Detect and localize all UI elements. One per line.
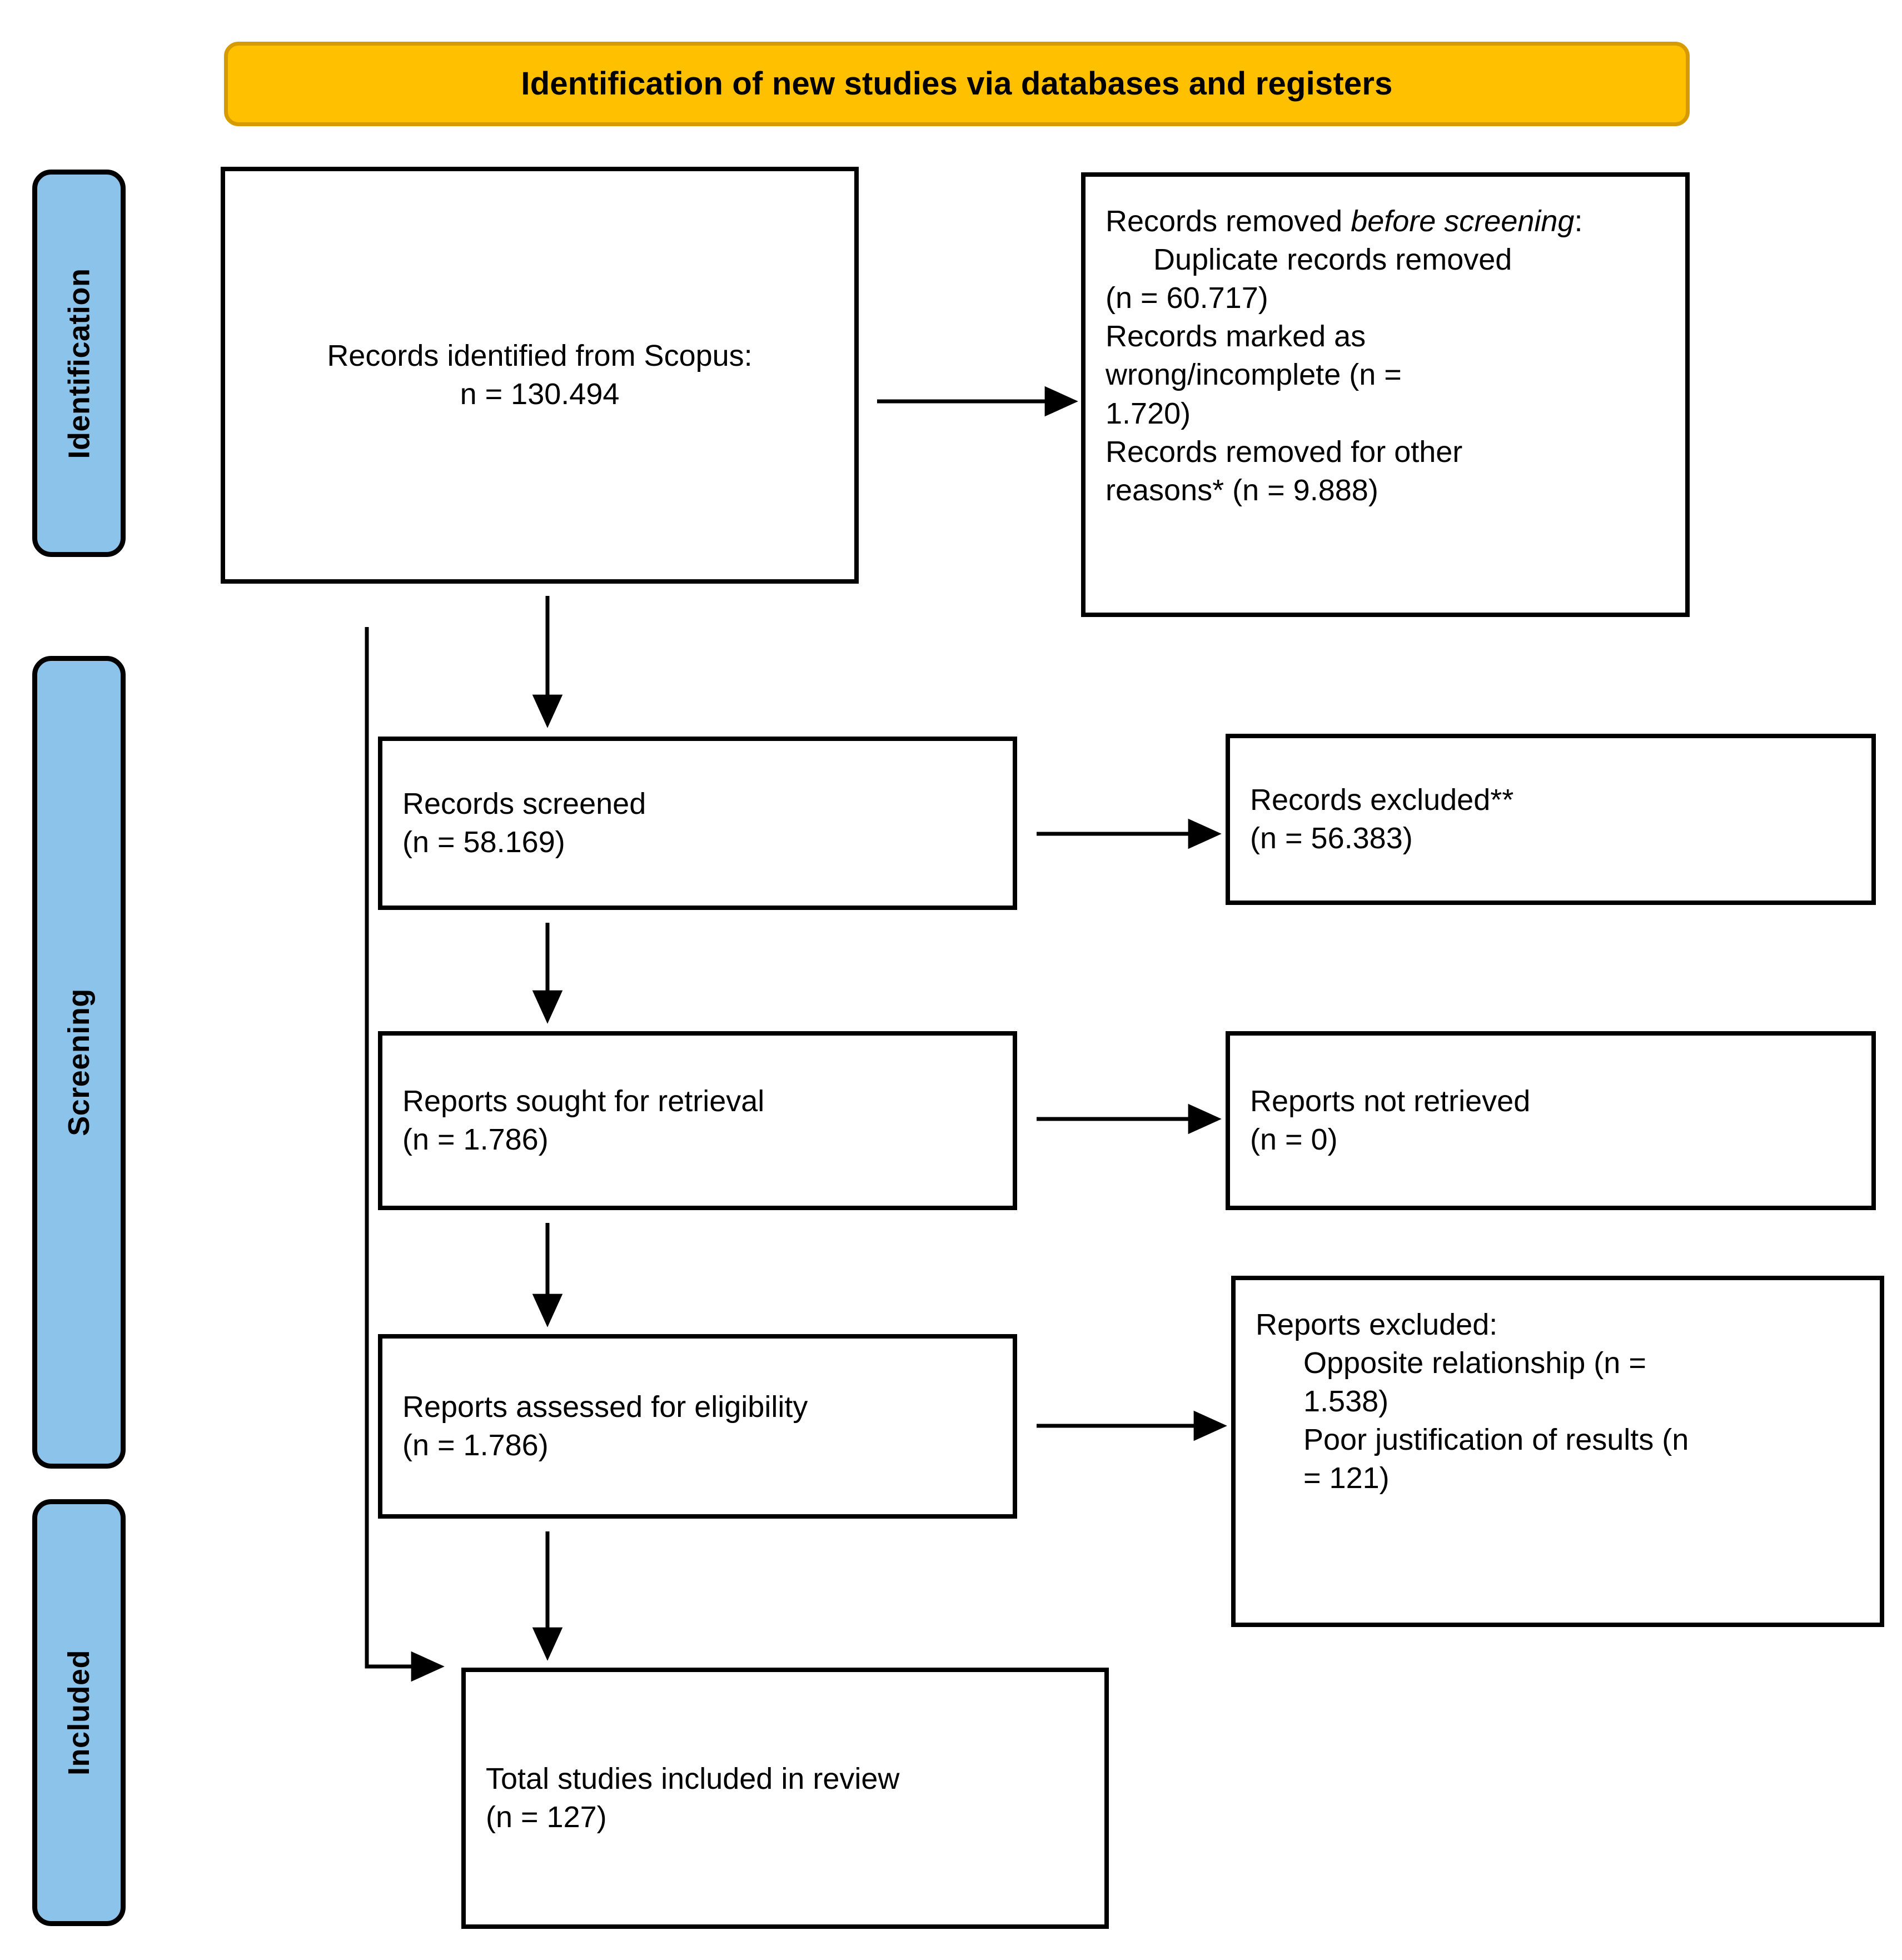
node-records-removed-heading-suffix: : (1574, 205, 1583, 238)
node-records-removed-item2-count: 1.720) (1106, 396, 1191, 430)
node-reports-not-retrieved-line1: Reports not retrieved (1250, 1084, 1531, 1118)
node-reports-excluded-heading: Reports excluded: (1256, 1308, 1498, 1341)
node-reports-assessed-count: (n = 1.786) (402, 1429, 549, 1462)
diagram-banner: Identification of new studies via databa… (224, 42, 1690, 126)
node-reports-not-retrieved: Reports not retrieved (n = 0) (1226, 1031, 1876, 1210)
node-reports-sought: Reports sought for retrieval (n = 1.786) (378, 1031, 1017, 1210)
node-reports-excluded-item2-count: = 121) (1303, 1461, 1390, 1495)
node-records-identified: Records identified from Scopus: n = 130.… (221, 167, 859, 584)
node-records-removed-item2-cont: wrong/incomplete (n = (1106, 358, 1402, 392)
node-reports-excluded: Reports excluded: Opposite relationship … (1231, 1276, 1884, 1627)
node-records-removed-heading-prefix: Records removed (1106, 205, 1351, 238)
node-reports-assessed: Reports assessed for eligibility (n = 1.… (378, 1334, 1017, 1519)
node-records-excluded-line1: Records excluded** (1250, 783, 1514, 817)
node-records-removed-heading: Records removed before screening: (1106, 202, 1665, 241)
stage-label-identification-text: Identification (62, 268, 96, 459)
node-records-removed-item3: Records removed for other (1106, 435, 1463, 469)
node-records-screened-line1: Records screened (402, 787, 646, 820)
stage-label-identification: Identification (32, 170, 126, 557)
node-reports-assessed-line1: Reports assessed for eligibility (402, 1390, 808, 1424)
node-total-included-count: (n = 127) (486, 1800, 607, 1834)
node-records-excluded-count: (n = 56.383) (1250, 822, 1413, 855)
node-records-removed-heading-italic: before screening (1351, 205, 1575, 238)
node-records-identified-line1: Records identified from Scopus: (327, 339, 753, 372)
node-records-removed-item2: Records marked as (1106, 320, 1366, 354)
node-records-identified-count: n = 130.494 (460, 377, 620, 411)
node-reports-not-retrieved-count: (n = 0) (1250, 1123, 1338, 1156)
node-records-removed-item1-count: (n = 60.717) (1106, 281, 1268, 315)
node-records-removed-item3-count: reasons* (n = 9.888) (1106, 473, 1378, 507)
stage-label-screening: Screening (32, 656, 126, 1469)
node-reports-sought-count: (n = 1.786) (402, 1123, 549, 1156)
node-records-removed-item1: Duplicate records removed (1153, 243, 1512, 277)
node-records-screened-count: (n = 58.169) (402, 825, 565, 859)
node-records-removed-before-screening: Records removed before screening: Duplic… (1081, 172, 1690, 617)
node-records-screened: Records screened (n = 58.169) (378, 737, 1017, 910)
node-total-included-line1: Total studies included in review (486, 1762, 900, 1795)
banner-title: Identification of new studies via databa… (521, 66, 1393, 102)
stage-label-screening-text: Screening (62, 988, 96, 1136)
stage-label-included-text: Included (62, 1649, 96, 1776)
node-total-included: Total studies included in review (n = 12… (461, 1668, 1109, 1929)
node-reports-excluded-item2: Poor justification of results (n (1303, 1423, 1689, 1457)
stage-label-included: Included (32, 1499, 126, 1926)
node-records-excluded: Records excluded** (n = 56.383) (1226, 734, 1876, 905)
node-reports-excluded-item1-count: 1.538) (1303, 1385, 1389, 1419)
node-reports-sought-line1: Reports sought for retrieval (402, 1084, 765, 1118)
node-reports-excluded-item1: Opposite relationship (n = (1303, 1346, 1646, 1380)
